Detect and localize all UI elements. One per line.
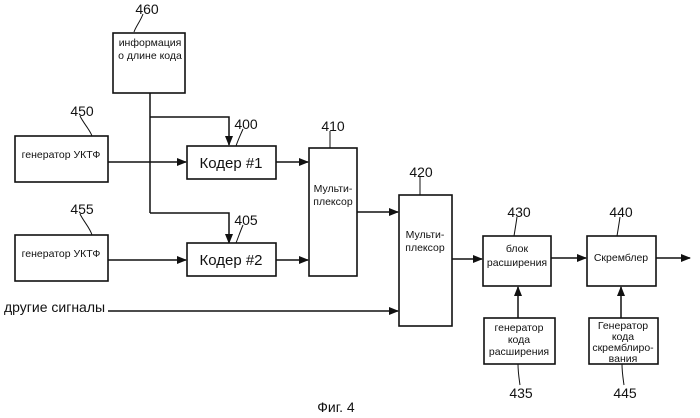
block-405-label: Кодер #2 <box>199 252 262 269</box>
leader-450 <box>80 116 92 136</box>
arrow-460-to-405 <box>150 213 229 243</box>
block-455: генератор УКТФ 455 <box>15 201 108 281</box>
block-435-label-2: кода <box>508 334 530 346</box>
leader-435 <box>518 364 520 385</box>
block-435-label-3: расширения <box>489 346 549 358</box>
block-450-label: генератор УКТФ <box>22 149 101 161</box>
block-405-number: 405 <box>234 212 258 228</box>
block-400-label: Кодер #1 <box>199 155 262 172</box>
block-410-number: 410 <box>321 118 345 134</box>
block-460-label-1: информация <box>119 37 182 49</box>
block-445: Генератор кода скремблиро- вания 445 <box>589 318 658 401</box>
block-410-label-2: плексор <box>313 196 353 208</box>
block-420-box <box>399 195 452 326</box>
block-450-number: 450 <box>70 103 94 119</box>
block-400-number: 400 <box>234 116 258 132</box>
block-460: информация о длине кода 460 <box>113 1 185 93</box>
block-400: Кодер #1 400 <box>187 116 276 179</box>
block-420-label-1: Мульти- <box>406 229 445 241</box>
block-420-label-2: плексор <box>405 242 445 254</box>
other-signals-label: другие сигналы <box>4 299 105 315</box>
block-420: Мульти- плексор 420 <box>399 164 452 326</box>
block-420-number: 420 <box>409 164 433 180</box>
block-430: блок расширения 430 <box>483 204 551 286</box>
block-445-label-4: вания <box>609 353 638 365</box>
block-405: Кодер #2 405 <box>187 212 276 276</box>
block-455-label: генератор УКТФ <box>22 248 101 260</box>
block-440-number: 440 <box>609 204 633 220</box>
arrow-460-to-400 <box>150 117 229 145</box>
block-440-label: Скремблер <box>594 252 648 264</box>
leader-455 <box>80 214 92 235</box>
block-430-label-1: блок <box>506 243 529 255</box>
block-440: Скремблер 440 <box>587 204 656 286</box>
block-435: генератор кода расширения 435 <box>484 318 555 401</box>
block-410: Мульти- плексор 410 <box>309 118 357 276</box>
block-460-number: 460 <box>135 1 159 17</box>
block-410-label-1: Мульти- <box>314 183 353 195</box>
block-435-label-1: генератор <box>495 322 544 334</box>
block-430-number: 430 <box>507 204 531 220</box>
block-435-number: 435 <box>509 385 533 401</box>
leader-445 <box>622 364 624 385</box>
block-455-number: 455 <box>70 201 94 217</box>
block-460-label-2: о длине кода <box>118 50 182 62</box>
block-445-number: 445 <box>613 385 637 401</box>
block-410-box <box>309 148 357 276</box>
block-450: генератор УКТФ 450 <box>15 103 108 182</box>
figure-caption: Фиг. 4 <box>317 399 355 415</box>
block-430-label-2: расширения <box>487 257 547 269</box>
